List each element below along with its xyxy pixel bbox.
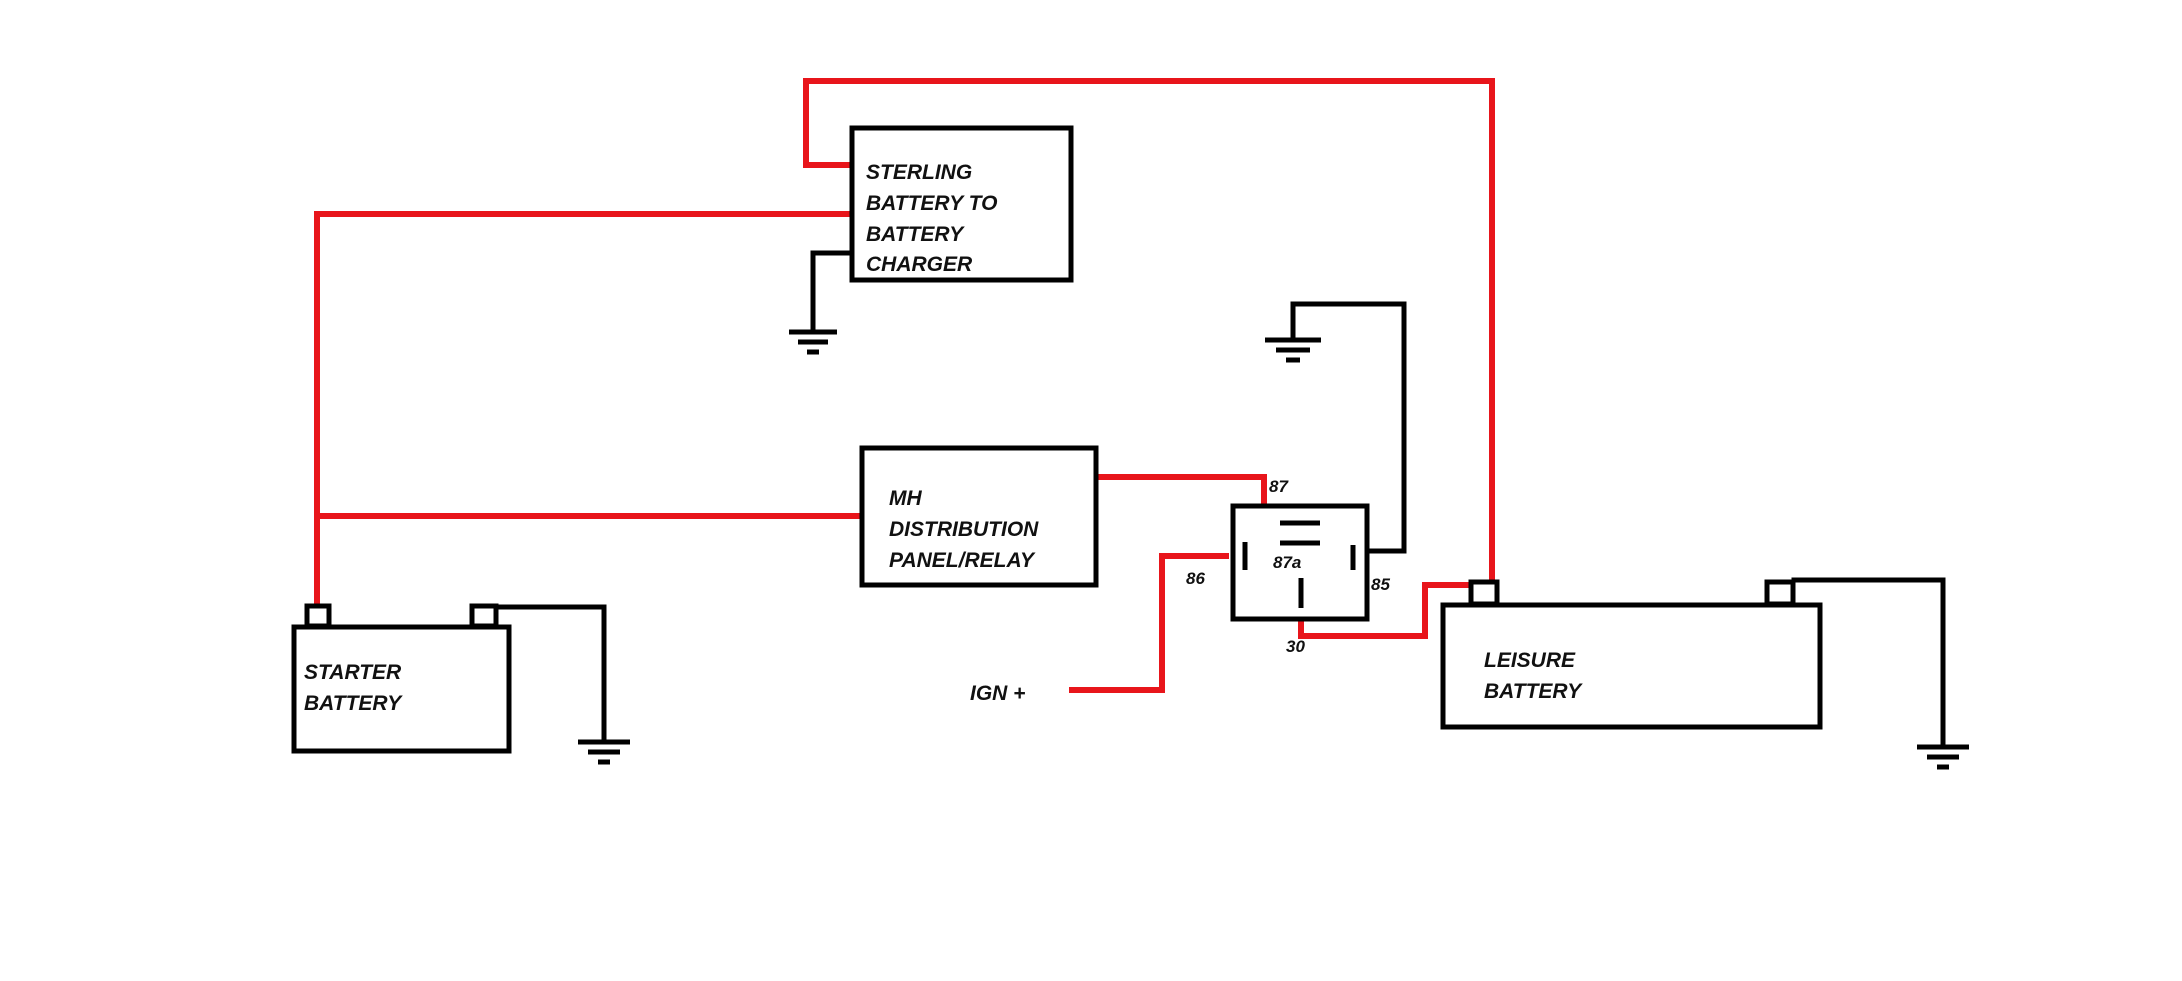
- charger-label-line-3: BATTERY: [866, 223, 965, 246]
- wire-charger-to-leisure-positive: [803, 78, 1495, 585]
- svg-text:87: 87: [1269, 477, 1289, 496]
- distribution-label-line-1: MH: [889, 487, 922, 510]
- relay-pin-87a-label: 87a: [1273, 553, 1301, 572]
- starter-battery: STARTER BATTERY: [291, 603, 512, 754]
- wire-relay-85-ground: [1290, 301, 1407, 554]
- ignition-label: IGN +: [970, 682, 1025, 705]
- leisure-battery-label-line-1: LEISURE: [1484, 649, 1576, 672]
- wire-ignition-to-relay-86: [1069, 553, 1229, 693]
- distribution-label-line-2: DISTRIBUTION: [889, 518, 1039, 541]
- svg-text:85: 85: [1371, 575, 1390, 594]
- leisure-battery-label-line-2: BATTERY: [1484, 680, 1583, 703]
- svg-text:BATTERY TO: BATTERY TO: [866, 192, 997, 215]
- charger-label-line-2: BATTERY TO: [866, 192, 997, 215]
- relay: 87 87a 86 85 30: [1186, 477, 1390, 656]
- charger-label-line-1: STERLING: [866, 161, 972, 184]
- starter-battery-label-line-1: STARTER: [304, 661, 402, 684]
- svg-text:CHARGER: CHARGER: [866, 253, 973, 276]
- wire-charger-ground: [810, 250, 855, 335]
- starter-battery-label-line-2: BATTERY: [304, 692, 403, 715]
- battery-terminal-icon: [1764, 579, 1796, 607]
- relay-pin-87-label: 87: [1269, 477, 1289, 496]
- svg-text:PANEL/RELAY: PANEL/RELAY: [889, 549, 1036, 572]
- svg-text:STARTER: STARTER: [304, 661, 402, 684]
- wire-relay-30-to-leisure: [1298, 582, 1481, 639]
- battery-terminal-icon: [1468, 579, 1500, 607]
- svg-text:30: 30: [1286, 637, 1305, 656]
- svg-text:MH: MH: [889, 487, 922, 510]
- positive-wires: [314, 78, 1495, 693]
- svg-text:BATTERY: BATTERY: [304, 692, 403, 715]
- ground-symbol-icon: [578, 739, 630, 765]
- ground-symbol-icon: [1265, 337, 1321, 363]
- starter-battery-body: [291, 624, 512, 754]
- relay-pin-85-label: 85: [1371, 575, 1390, 594]
- relay-pin-30-label: 30: [1286, 637, 1305, 656]
- battery-terminal-icon: [304, 603, 332, 629]
- svg-text:86: 86: [1186, 569, 1205, 588]
- leisure-battery-body: [1440, 602, 1823, 730]
- svg-text:LEISURE: LEISURE: [1484, 649, 1576, 672]
- svg-text:BATTERY: BATTERY: [866, 223, 965, 246]
- svg-text:DISTRIBUTION: DISTRIBUTION: [889, 518, 1039, 541]
- leisure-battery: LEISURE BATTERY: [1440, 579, 1823, 730]
- battery-terminal-icon: [469, 603, 499, 629]
- wire-leisure-negative-ground: [1791, 577, 1946, 750]
- charger-label-line-4: CHARGER: [866, 253, 973, 276]
- ground-symbol-icon: [1917, 744, 1969, 770]
- ground-symbol-icon: [789, 329, 837, 355]
- sterling-charger: STERLING BATTERY TO BATTERY CHARGER: [849, 125, 1074, 283]
- distribution-label-line-3: PANEL/RELAY: [889, 549, 1036, 572]
- charger-box: [849, 125, 1074, 283]
- mh-distribution-panel: MH DISTRIBUTION PANEL/RELAY: [859, 445, 1099, 588]
- relay-pin-86-label: 86: [1186, 569, 1205, 588]
- svg-text:87a: 87a: [1273, 553, 1301, 572]
- wire-charger-to-starter-bus: [314, 211, 855, 615]
- svg-text:IGN +: IGN +: [970, 682, 1025, 705]
- distribution-box: [859, 445, 1099, 588]
- wire-starter-negative-ground: [492, 604, 607, 745]
- svg-text:BATTERY: BATTERY: [1484, 680, 1583, 703]
- ground-wires: [492, 250, 1946, 750]
- svg-text:STERLING: STERLING: [866, 161, 972, 184]
